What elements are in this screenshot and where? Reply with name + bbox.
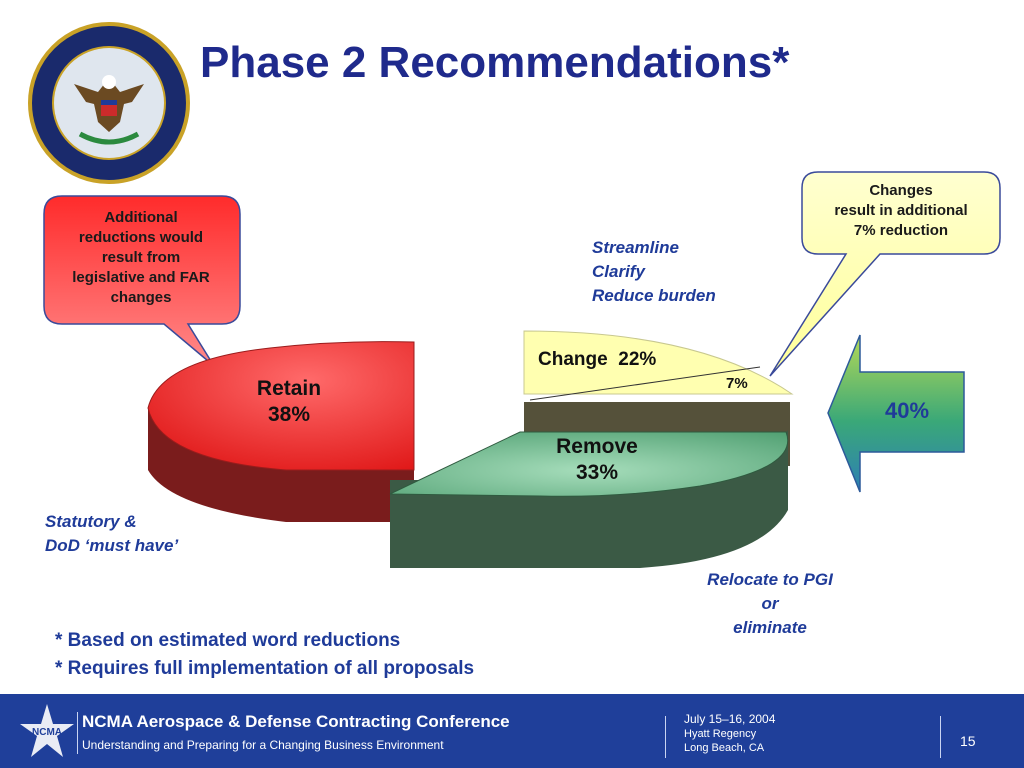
page-title: Phase 2 Recommendations* <box>200 38 790 87</box>
callout-right-line: Changes <box>869 182 933 199</box>
chart-area <box>43 171 1001 568</box>
pie-slice-remove-side <box>390 430 788 568</box>
conference-subtitle: Understanding and Preparing for a Changi… <box>82 738 444 752</box>
note-line: Statutory & <box>45 512 137 531</box>
slice-label-change-name: Change <box>538 349 608 370</box>
callout-left-line: result from <box>101 249 181 266</box>
conference-date: July 15–16, 2004 <box>684 712 776 726</box>
callout-left-bubble <box>43 195 241 367</box>
dod-seal-logo <box>28 22 190 184</box>
note-retain-reason: Statutory & DoD ‘must have’ <box>45 510 178 558</box>
total-arrow <box>827 334 965 493</box>
pie-slice-change-divider <box>529 366 761 401</box>
callout-left-text: Additional reductions would result from … <box>50 208 232 308</box>
note-line: Streamline <box>592 238 679 257</box>
note-line: eliminate <box>733 618 807 637</box>
note-line: Reduce burden <box>592 286 716 305</box>
slice-label-extra-reduction: 7% <box>726 375 748 392</box>
conference-venue: Hyatt Regency <box>684 728 757 740</box>
footnote: * Based on estimated word reductions <box>55 630 401 651</box>
page-number: 15 <box>960 733 976 749</box>
callout-right-text: Changes result in additional 7% reductio… <box>808 181 994 241</box>
callout-right-bubble <box>769 171 1001 377</box>
note-line: DoD ‘must have’ <box>45 536 179 555</box>
footer-divider <box>665 716 666 758</box>
callout-left-line: Additional <box>104 209 178 226</box>
slice-label-retain-name: Retain <box>256 377 322 400</box>
footer-divider <box>77 712 78 754</box>
note-change-actions: Streamline Clarify Reduce burden <box>592 236 716 308</box>
pie-slice-retain <box>147 341 415 471</box>
conference-city: Long Beach, CA <box>684 742 765 754</box>
slice-label-remove-value: 33% <box>575 461 619 484</box>
note-remove-action: Relocate to PGI or eliminate <box>680 568 860 640</box>
callout-left-line: changes <box>110 289 172 306</box>
slice-label-change-value: 22% <box>618 349 657 370</box>
slice-label-remove: Remove 33% <box>527 434 667 486</box>
conference-title: NCMA Aerospace & Defense Contracting Con… <box>82 712 510 731</box>
pie-slice-remove <box>389 431 789 497</box>
callout-left-line: reductions would <box>78 229 204 246</box>
footer-divider <box>940 716 941 758</box>
footnote: * Requires full implementation of all pr… <box>55 658 475 679</box>
callout-right-line: 7% reduction <box>853 222 949 239</box>
total-arrow-label: 40% <box>884 398 930 423</box>
ncma-logo-text: NCMA <box>32 727 62 738</box>
note-line: or <box>761 594 779 613</box>
slice-label-remove-name: Remove <box>556 435 638 458</box>
slice-label-retain: Retain 38% <box>234 376 344 428</box>
note-line: Clarify <box>592 262 645 281</box>
slice-label-retain-value: 38% <box>267 403 311 426</box>
callout-left-line: legislative and FAR <box>72 269 210 286</box>
slice-label-change: Change 22% <box>538 347 698 373</box>
ncma-logo: NCMA <box>20 704 74 757</box>
footer-bar <box>0 694 1024 768</box>
pie-slice-change <box>523 330 794 395</box>
note-line: Relocate to PGI <box>707 570 833 589</box>
callout-right-line: result in additional <box>834 202 968 219</box>
